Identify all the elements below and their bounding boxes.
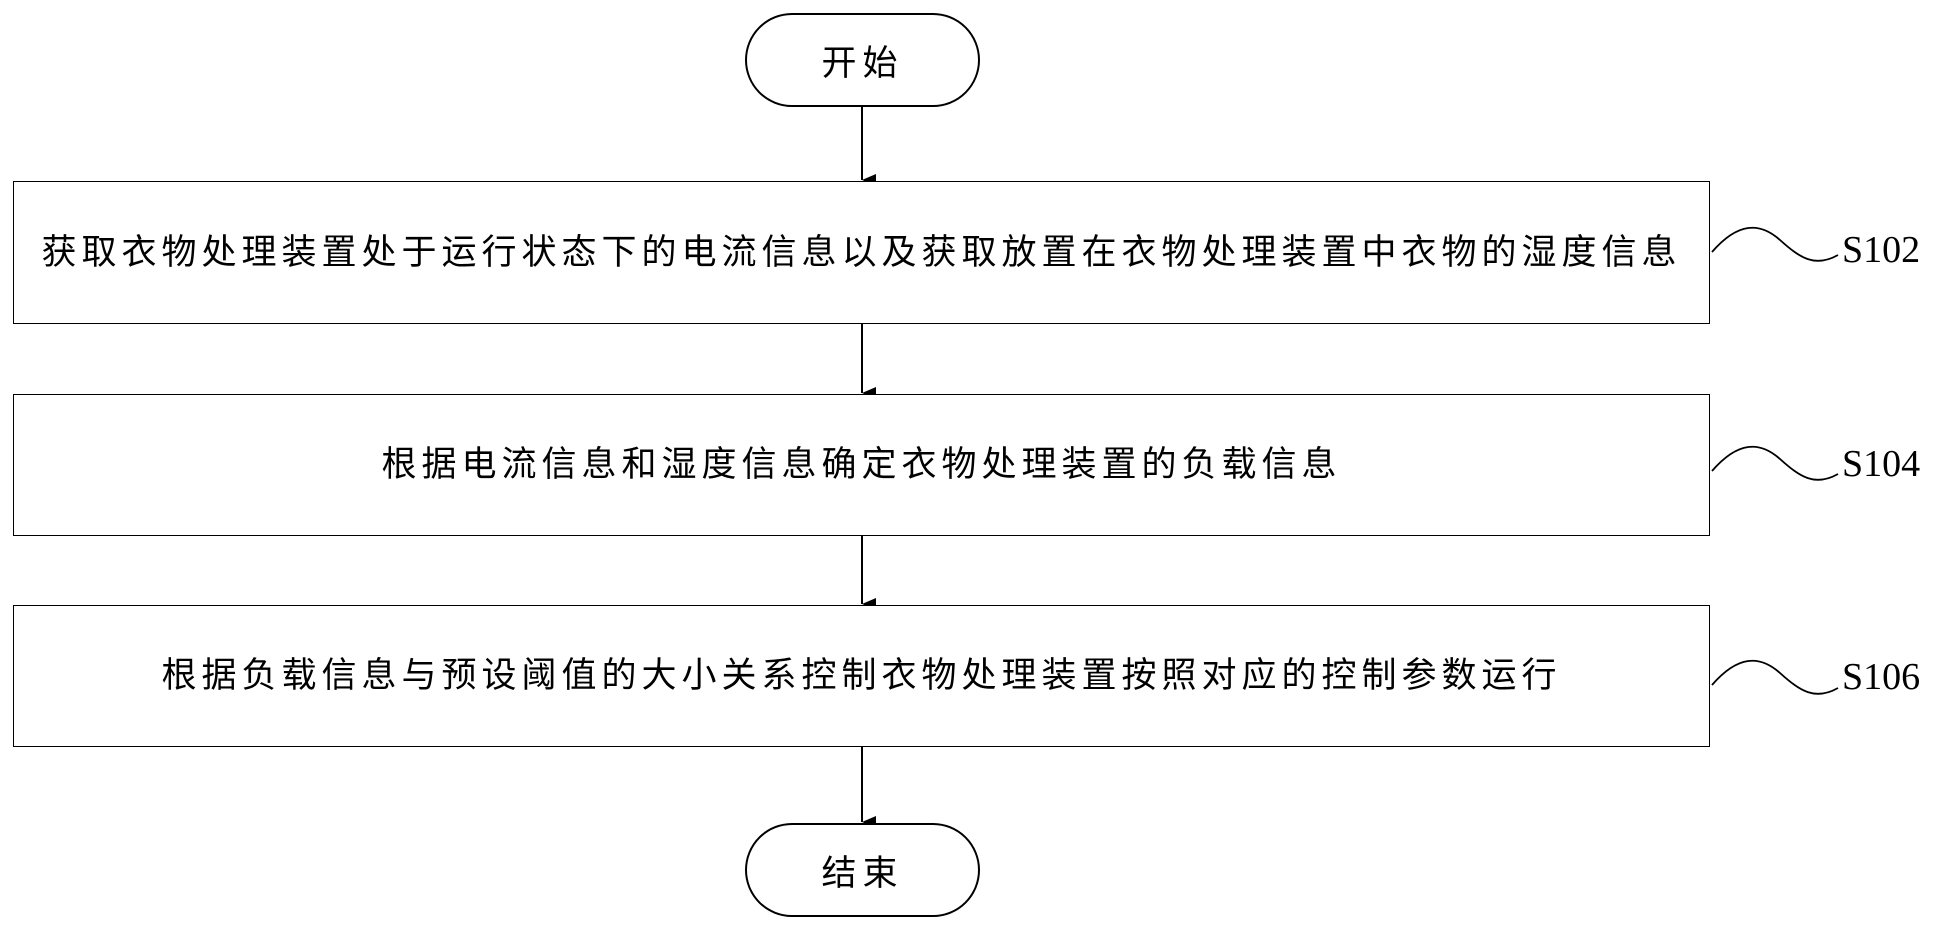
leader-squiggle-s106 xyxy=(1711,659,1839,695)
process-box-s104: 根据电流信息和湿度信息确定衣物处理装置的负载信息 xyxy=(13,394,1710,536)
process-box-s106: 根据负载信息与预设阈值的大小关系控制衣物处理装置按照对应的控制参数运行 xyxy=(13,605,1710,747)
process-box-s102: 获取衣物处理装置处于运行状态下的电流信息以及获取放置在衣物处理装置中衣物的湿度信… xyxy=(13,181,1710,324)
leader-squiggle-s102 xyxy=(1711,226,1839,262)
start-terminal: 开始 xyxy=(745,13,980,107)
leader-squiggle-s104 xyxy=(1711,445,1839,481)
end-terminal: 结束 xyxy=(745,823,980,917)
end-label: 结束 xyxy=(821,853,904,894)
step-label-s104: S104 xyxy=(1842,443,1921,485)
process-text-s104: 根据电流信息和湿度信息确定衣物处理装置的负载信息 xyxy=(381,445,1342,485)
process-text-s106: 根据负载信息与预设阈值的大小关系控制衣物处理装置按照对应的控制参数运行 xyxy=(161,656,1562,696)
start-label: 开始 xyxy=(821,43,904,84)
process-text-s102: 获取衣物处理装置处于运行状态下的电流信息以及获取放置在衣物处理装置中衣物的湿度信… xyxy=(41,232,1682,273)
step-label-s102: S102 xyxy=(1842,229,1921,271)
step-label-s106: S106 xyxy=(1842,656,1921,698)
